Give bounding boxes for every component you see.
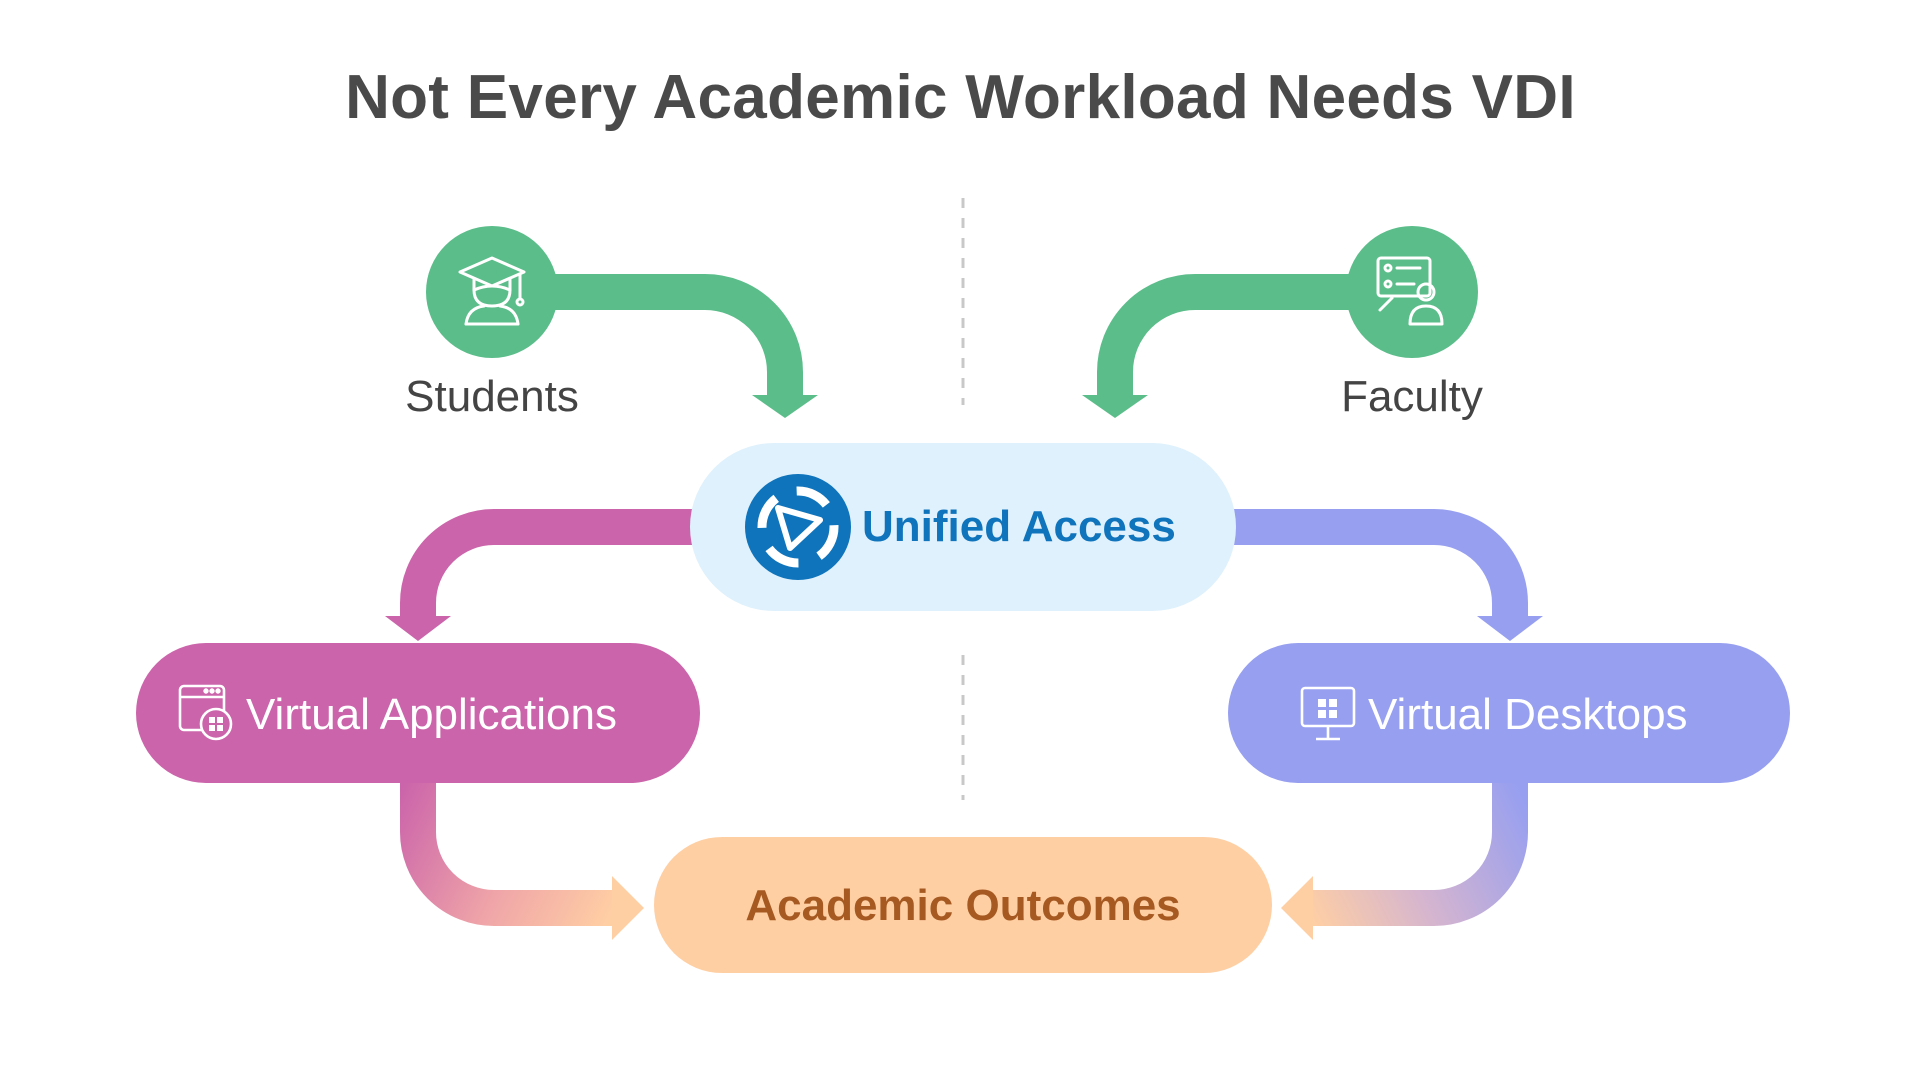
unified-access-logo [745,474,851,580]
virtual-desktops-node [1228,643,1790,783]
faculty-to-unified-access-arrow [1082,274,1400,418]
virtual-applications-to-outcomes-arrow [400,770,644,940]
students-node [426,226,558,358]
virtual-desktops-to-outcomes-arrow [1281,770,1528,940]
unified-access-to-virtual-applications-arrow [385,509,700,641]
students-label: Students [405,372,579,421]
desktop-monitor-icon [1300,686,1356,741]
virtual-applications-node [136,643,700,783]
students-to-unified-access-arrow [520,274,818,418]
academic-outcomes-label: Academic Outcomes [745,881,1181,930]
graduate-icon [458,256,526,326]
presenter-icon [1376,256,1444,326]
faculty-label: Faculty [1341,372,1483,421]
faculty-node [1346,226,1478,358]
academic-outcomes-node [654,837,1272,973]
virtual-applications-label: Virtual Applications [246,690,617,739]
app-window-icon [178,684,233,741]
virtual-desktops-label: Virtual Desktops [1368,690,1688,739]
page-title: Not Every Academic Workload Needs VDI [345,63,1576,132]
unified-access-to-virtual-desktops-arrow [1220,509,1543,641]
unified-access-label: Unified Access [862,502,1176,551]
